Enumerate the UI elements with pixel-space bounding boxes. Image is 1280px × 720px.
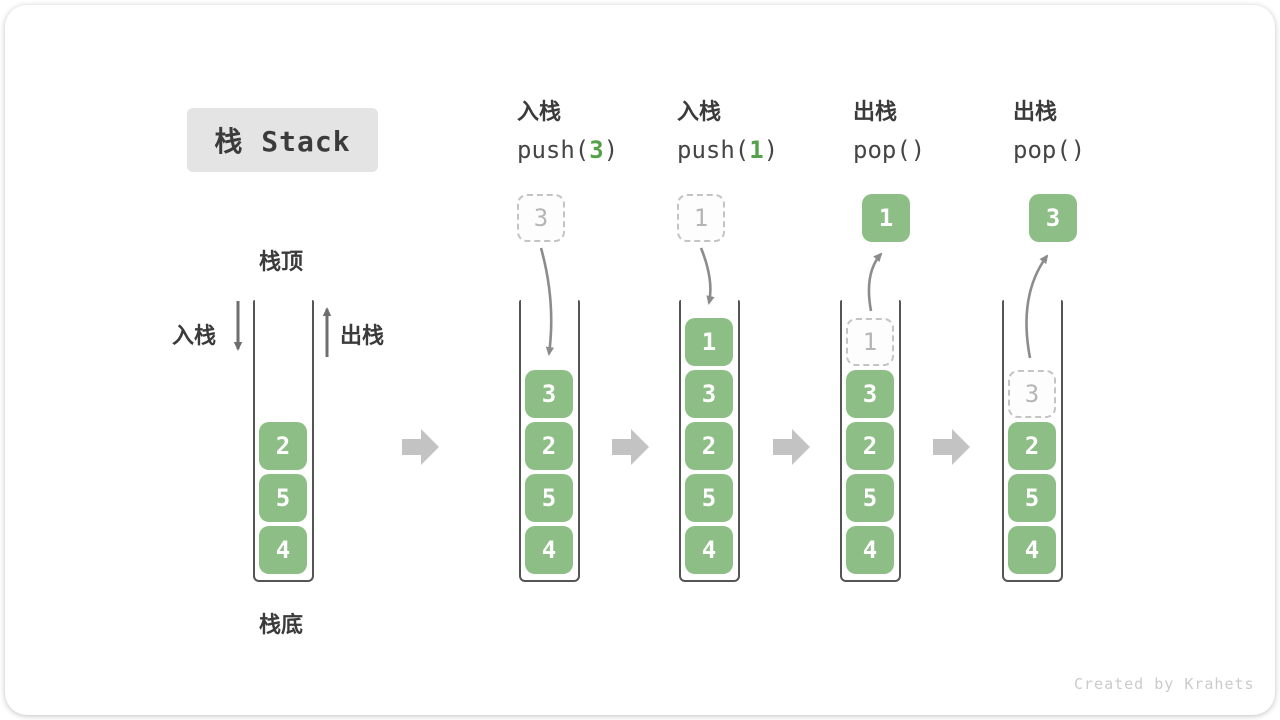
stack-bottom-label: 栈底 — [259, 612, 304, 637]
stack-cell: 3 — [846, 370, 894, 418]
stack-cell: 4 — [846, 526, 894, 574]
op-code: push(3) — [517, 136, 619, 164]
op-header-pop-3: 出栈 pop() — [1013, 99, 1085, 164]
stack-cell: 4 — [1008, 526, 1056, 574]
stack-container-3 — [679, 300, 740, 582]
stack-cell: 2 — [846, 422, 894, 470]
stack-container-4 — [840, 300, 901, 582]
stack-cell: 5 — [259, 474, 307, 522]
stack-cell: 3 — [685, 370, 733, 418]
op-code: push(1) — [677, 136, 779, 164]
stack-cell: 5 — [846, 474, 894, 522]
op-header-pop-1: 出栈 pop() — [853, 99, 925, 164]
stack-cell: 2 — [259, 422, 307, 470]
op-header-push-3: 入栈 push(3) — [517, 99, 618, 164]
watermark: Created by Krahets — [1074, 675, 1255, 693]
popped-value-box: 1 — [862, 194, 910, 242]
op-name: 入栈 — [517, 99, 562, 124]
stack-cell: 4 — [525, 526, 573, 574]
push-in-label: 入栈 — [172, 323, 217, 348]
stack-cell: 5 — [1008, 474, 1056, 522]
stack-top-label: 栈顶 — [259, 249, 304, 274]
stack-container-1 — [253, 300, 314, 582]
op-name: 入栈 — [677, 99, 722, 124]
stack-cell: 3 — [525, 370, 573, 418]
stack-cell: 2 — [685, 422, 733, 470]
op-name: 出栈 — [853, 99, 898, 124]
diagram-title-label: 栈 Stack — [214, 125, 351, 158]
stack-container-2 — [519, 300, 580, 582]
pop-out-label: 出栈 — [340, 323, 385, 348]
ghost-cell: 1 — [846, 318, 894, 366]
stack-container-5 — [1002, 300, 1063, 582]
stack-cell: 2 — [525, 422, 573, 470]
op-code: pop() — [1013, 136, 1086, 164]
ghost-cell: 3 — [1008, 370, 1056, 418]
incoming-value-box: 1 — [677, 194, 725, 242]
incoming-value-box: 3 — [517, 194, 565, 242]
stack-cell: 1 — [685, 318, 733, 366]
op-name: 出栈 — [1013, 99, 1058, 124]
stack-cell: 2 — [1008, 422, 1056, 470]
popped-value-box: 3 — [1029, 194, 1077, 242]
stack-cell: 5 — [685, 474, 733, 522]
stack-cell: 4 — [259, 526, 307, 574]
op-header-push-1: 入栈 push(1) — [677, 99, 778, 164]
stack-cell: 5 — [525, 474, 573, 522]
diagram-title: 栈 Stack — [187, 108, 378, 172]
stack-cell: 4 — [685, 526, 733, 574]
op-code: pop() — [853, 136, 926, 164]
